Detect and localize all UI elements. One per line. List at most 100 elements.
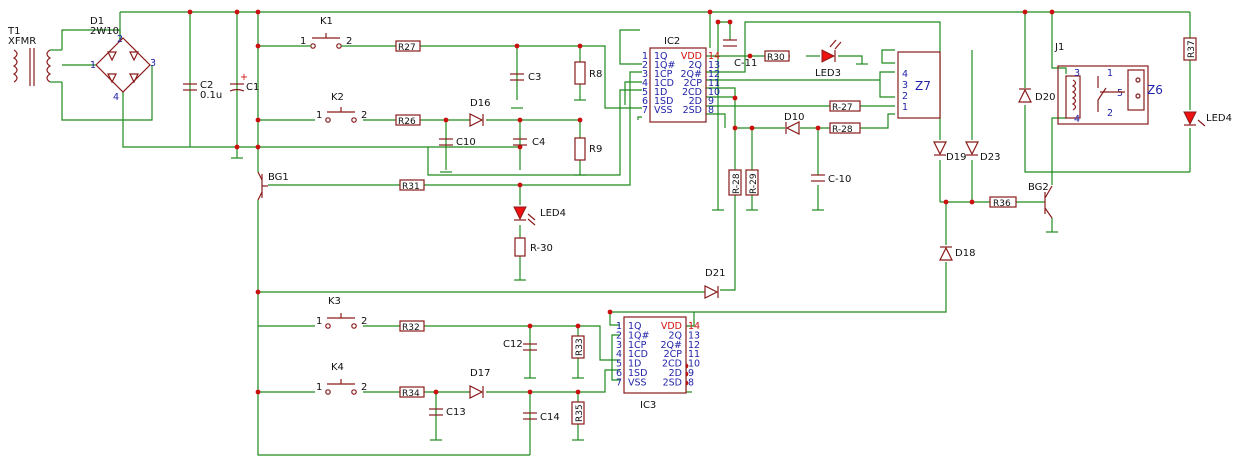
k3-ref: K3: [328, 296, 341, 307]
ic2-right-pin-name: 2SD: [683, 105, 702, 116]
diode-d17: D17: [469, 368, 490, 399]
ic3-left-pin-number: 6: [616, 368, 622, 379]
resistor-r-38: R-28: [728, 169, 742, 196]
ic2-right-pin-name: 2CP: [684, 78, 703, 89]
ic2-right-pin-name: 2Q#: [681, 69, 703, 80]
ic3-left-pin-name: 1SD: [628, 368, 647, 379]
connector-z6: Z6: [1127, 69, 1163, 111]
c14-ref: C14: [540, 412, 560, 423]
svg-text:D23: D23: [980, 152, 1000, 163]
svg-text:R35: R35: [575, 404, 585, 422]
bridge-pin-1: 1: [90, 60, 96, 71]
transistor-bg1: BG1: [257, 171, 289, 201]
ic3-left-pin-name: 1CP: [628, 340, 647, 351]
svg-text:R-28: R-28: [732, 173, 742, 194]
transformer-ref: T1: [7, 26, 20, 37]
svg-text:2: 2: [902, 91, 908, 102]
ic2-right-pin-number: 9: [708, 96, 714, 107]
svg-text:5: 5: [1117, 88, 1123, 99]
ic2-left-pin-name: 1Q: [654, 51, 668, 62]
ic2-left-pin-number: 1: [642, 51, 648, 62]
svg-text:R26: R26: [398, 117, 416, 127]
svg-text:R-30: R-30: [530, 243, 553, 254]
c13-ref: C13: [446, 407, 466, 418]
resistor-r8: R8: [574, 61, 602, 85]
ic3-right-pin-number: 12: [688, 340, 700, 351]
svg-text:LED3: LED3: [815, 68, 841, 79]
c10-ref: C10: [456, 137, 476, 148]
ic3-right-pin-number: 11: [688, 349, 700, 360]
svg-text:R-27: R-27: [832, 103, 853, 113]
svg-text:3: 3: [902, 80, 908, 91]
svg-text:R8: R8: [589, 69, 602, 80]
svg-text:2: 2: [361, 316, 367, 327]
svg-text:R32: R32: [402, 323, 420, 333]
svg-text:BG1: BG1: [268, 172, 289, 183]
transformer-t1: T1 XFMR: [7, 26, 62, 86]
ic3-ref: IC3: [640, 400, 656, 411]
svg-text:1: 1: [316, 316, 322, 327]
svg-text:1: 1: [902, 102, 908, 113]
ic3-right-pin-name: VDD: [661, 321, 682, 332]
ground-symbols: [231, 63, 1058, 441]
ic2-left-pin-name: 1CD: [654, 78, 674, 89]
relay-j1: J1 3 4 1 5 2: [1054, 42, 1149, 125]
key-k3: K3 1 2: [316, 296, 367, 329]
led-led4-left: LED4: [513, 206, 566, 226]
capacitor-c13: C13: [429, 407, 466, 418]
ic3-right-pin-name: 2CD: [662, 359, 682, 370]
resistor-r-27: R-27: [829, 100, 861, 113]
ic3-right-pin-name: 2Q: [668, 330, 682, 341]
resistor-r37: R37: [1183, 37, 1197, 61]
svg-text:1: 1: [316, 382, 322, 393]
diode-d23: D23: [965, 141, 1000, 163]
ic3-right-pin-number: 10: [688, 359, 700, 370]
k2-ref: K2: [331, 92, 344, 103]
ic3-right-pin-name: 2D: [669, 368, 682, 379]
transformer-value: XFMR: [8, 36, 36, 47]
key-k4: K4 1 2: [316, 362, 367, 395]
svg-text:R34: R34: [402, 389, 420, 399]
resistor-r32: R32: [399, 320, 425, 333]
ic2-left-pin-name: 1CP: [654, 69, 673, 80]
svg-text:2: 2: [361, 110, 367, 121]
capacitor-c14: C14: [523, 412, 560, 423]
ic3-right-pin-number: 13: [688, 330, 700, 341]
svg-text:D18: D18: [955, 248, 975, 259]
svg-text:1: 1: [316, 110, 322, 121]
ic2-right-pin-number: 14: [708, 51, 720, 62]
svg-text:R33: R33: [575, 338, 585, 356]
ic3-left-pin-number: 3: [616, 340, 622, 351]
capacitor-c4: C4: [513, 137, 545, 148]
ic3-left-pin-name: 1D: [628, 359, 641, 370]
ic3-left-pin-name: 1Q#: [628, 330, 650, 341]
svg-text:D20: D20: [1035, 92, 1055, 103]
svg-text:4: 4: [902, 69, 908, 80]
ic2-right-pin-name: 2CD: [682, 87, 702, 98]
ic2-right-pin-name: VDD: [681, 51, 702, 62]
ic2-left-pin-number: 2: [642, 60, 648, 71]
resistor-r31: R31: [399, 179, 425, 192]
svg-text:R36: R36: [993, 199, 1011, 209]
svg-text:2: 2: [361, 382, 367, 393]
transistor-bg2: BG2: [1028, 182, 1053, 219]
svg-text:J1: J1: [1054, 42, 1064, 53]
ic2-right-pin-number: 8: [708, 105, 714, 116]
svg-text:R37: R37: [1187, 40, 1197, 58]
ic2-right-pin-number: 11: [708, 78, 720, 89]
ic3-left-pin-number: 1: [616, 321, 622, 332]
k4-ref: K4: [331, 362, 344, 373]
resistor-r-28: R-28: [829, 122, 861, 135]
led-led3: LED3: [815, 39, 842, 79]
ic2-left-pin-number: 5: [642, 87, 648, 98]
ic3-right-pin-number: 9: [688, 368, 694, 379]
resistor-r35: R35: [571, 401, 585, 425]
ic2-left-pin-name: VSS: [654, 105, 673, 116]
ic2-left-pin-name: 1SD: [654, 96, 673, 107]
svg-text:D17: D17: [470, 368, 490, 379]
ic3-left-pin-name: 1CD: [628, 349, 648, 360]
svg-text:D19: D19: [946, 152, 966, 163]
ic2-left-pin-name: 1D: [654, 87, 667, 98]
resistor-r9: R9: [574, 137, 602, 161]
